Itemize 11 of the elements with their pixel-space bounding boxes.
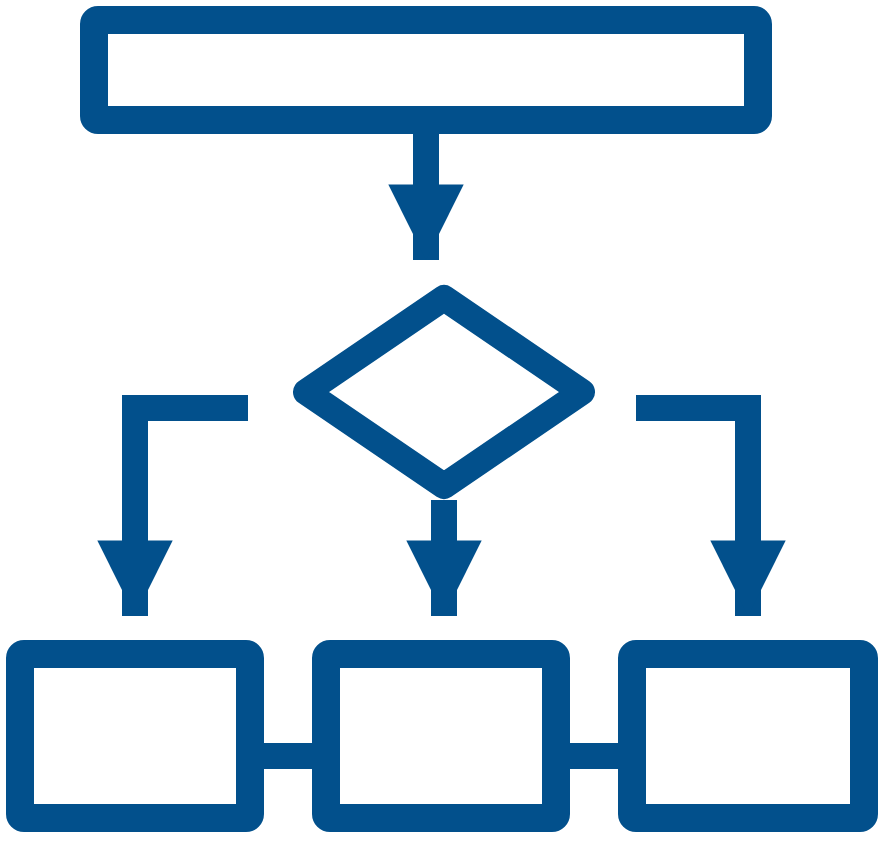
process-box bbox=[80, 6, 772, 134]
arrow bbox=[388, 134, 464, 260]
arrow bbox=[97, 395, 248, 616]
connector-line bbox=[264, 743, 312, 769]
process-box bbox=[312, 640, 570, 832]
arrow bbox=[406, 500, 482, 616]
process-box bbox=[618, 640, 878, 832]
connector-line bbox=[570, 743, 618, 769]
decision-diamond bbox=[292, 284, 596, 500]
arrow bbox=[636, 395, 786, 616]
process-box bbox=[6, 640, 264, 832]
